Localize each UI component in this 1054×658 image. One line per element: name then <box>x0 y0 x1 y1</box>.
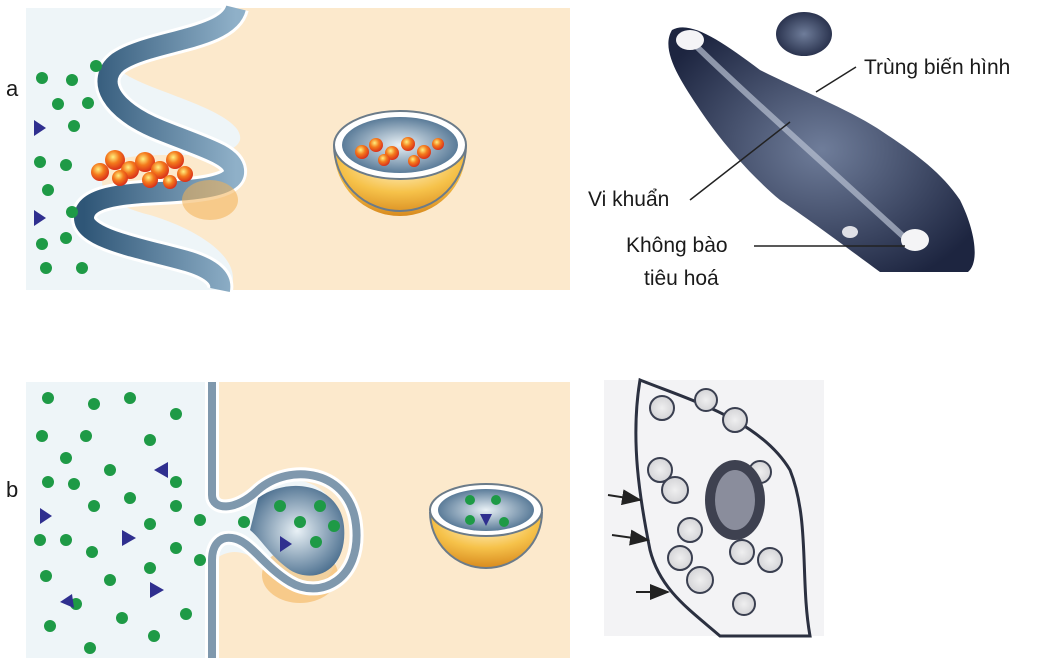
row-label-b: b <box>6 477 18 502</box>
row-label-a: a <box>6 76 19 101</box>
label-vacuole-line1: Không bào <box>626 234 728 257</box>
row-b-diagram <box>26 382 570 658</box>
label-vacuole-line2: tiêu hoá <box>644 267 719 290</box>
leader-amoeba <box>816 67 856 92</box>
vesicle-glow <box>182 180 238 220</box>
row-a-diagram <box>26 8 570 290</box>
label-amoeba: Trùng biến hình <box>864 56 1010 79</box>
label-bacteria: Vi khuẩn <box>588 188 669 211</box>
micrograph-b <box>604 380 824 636</box>
micrograph-a <box>668 12 974 272</box>
